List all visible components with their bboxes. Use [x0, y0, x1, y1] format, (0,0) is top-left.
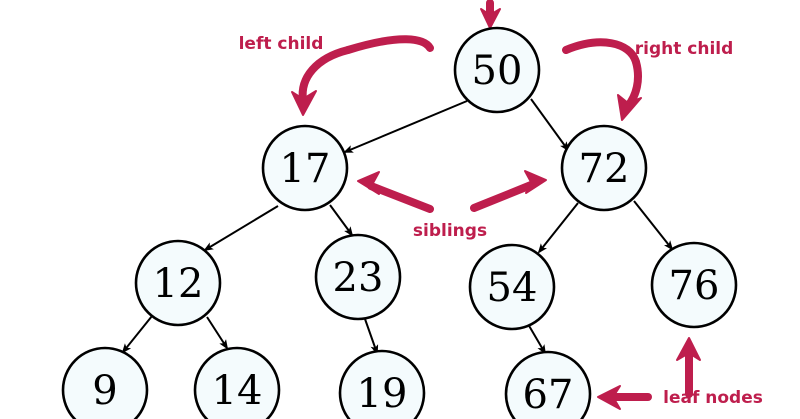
tree-node-23[interactable]: 23 — [314, 233, 402, 321]
node-value-12: 12 — [153, 261, 204, 307]
annotation-label-leaf-nodes: leaf nodes — [663, 388, 763, 408]
node-circle-19 — [338, 349, 426, 419]
right-child-arrowhead-icon — [617, 94, 642, 121]
left-child-arrow-curve — [344, 35, 434, 54]
node-value-54: 54 — [487, 265, 538, 311]
tree-node-14[interactable]: 14 — [193, 346, 281, 419]
edge-12-9 — [121, 315, 153, 354]
node-value-17: 17 — [280, 146, 331, 192]
edge-17-12 — [203, 205, 279, 252]
tree-nodes-group: 50 17 72 12 23 54 76 9 14 19 67 — [61, 26, 738, 419]
annotation-label-left-child: left child — [239, 34, 324, 54]
node-circle-76 — [650, 241, 738, 329]
left-child-arrow-curve-2 — [298, 46, 352, 104]
tree-node-72[interactable]: 72 — [560, 124, 648, 212]
node-value-76: 76 — [669, 263, 720, 309]
tree-node-12[interactable]: 12 — [134, 239, 222, 327]
leaf-nodes-arrowhead-left-icon — [597, 385, 621, 410]
edge-72-76 — [633, 200, 674, 251]
node-circle-54 — [468, 243, 556, 331]
siblings-arrowhead-right-icon — [524, 170, 547, 194]
annotation-label-siblings: siblings — [413, 221, 487, 241]
node-value-14: 14 — [212, 368, 263, 414]
tree-node-50[interactable]: 50 — [453, 26, 541, 114]
node-circle-23 — [314, 233, 402, 321]
node-value-19: 19 — [357, 371, 408, 417]
node-circle-9 — [61, 346, 149, 419]
node-circle-17 — [261, 124, 349, 212]
node-value-67: 67 — [523, 372, 574, 418]
leaf-nodes-arrowhead-up-icon — [676, 337, 701, 361]
tree-node-17[interactable]: 17 — [261, 124, 349, 212]
edge-54-67 — [527, 323, 547, 355]
edge-72-54 — [537, 202, 579, 254]
siblings-arrow-right — [470, 181, 535, 212]
node-circle-12 — [134, 239, 222, 327]
edge-17-23 — [329, 204, 354, 237]
node-circle-67 — [504, 350, 592, 419]
tree-edges-group — [121, 98, 674, 355]
tree-node-67[interactable]: 67 — [504, 350, 592, 419]
node-circle-50 — [453, 26, 541, 114]
node-circle-14 — [193, 346, 281, 419]
node-value-72: 72 — [579, 146, 630, 192]
edge-50-72 — [530, 98, 570, 152]
root-pointer-arrowhead-icon — [480, 8, 501, 29]
edge-50-17 — [343, 100, 468, 153]
tree-node-19[interactable]: 19 — [338, 349, 426, 419]
annotation-labels-group: left child right child siblings leaf nodes — [239, 34, 763, 408]
edge-23-19 — [364, 318, 379, 355]
siblings-arrow-left — [367, 182, 434, 213]
left-child-arrowhead-icon — [291, 90, 317, 116]
siblings-arrowhead-left-icon — [357, 171, 380, 195]
right-child-arrow-curve — [562, 38, 640, 66]
annotation-label-right-child: right child — [635, 39, 734, 59]
node-value-50: 50 — [472, 48, 523, 94]
tree-node-54[interactable]: 54 — [468, 243, 556, 331]
tree-node-76[interactable]: 76 — [650, 241, 738, 329]
tree-node-9[interactable]: 9 — [61, 346, 149, 419]
annotations-group — [291, 0, 701, 410]
node-value-23: 23 — [333, 255, 384, 301]
node-value-9: 9 — [92, 368, 117, 414]
node-circle-72 — [560, 124, 648, 212]
edge-12-14 — [206, 316, 229, 350]
